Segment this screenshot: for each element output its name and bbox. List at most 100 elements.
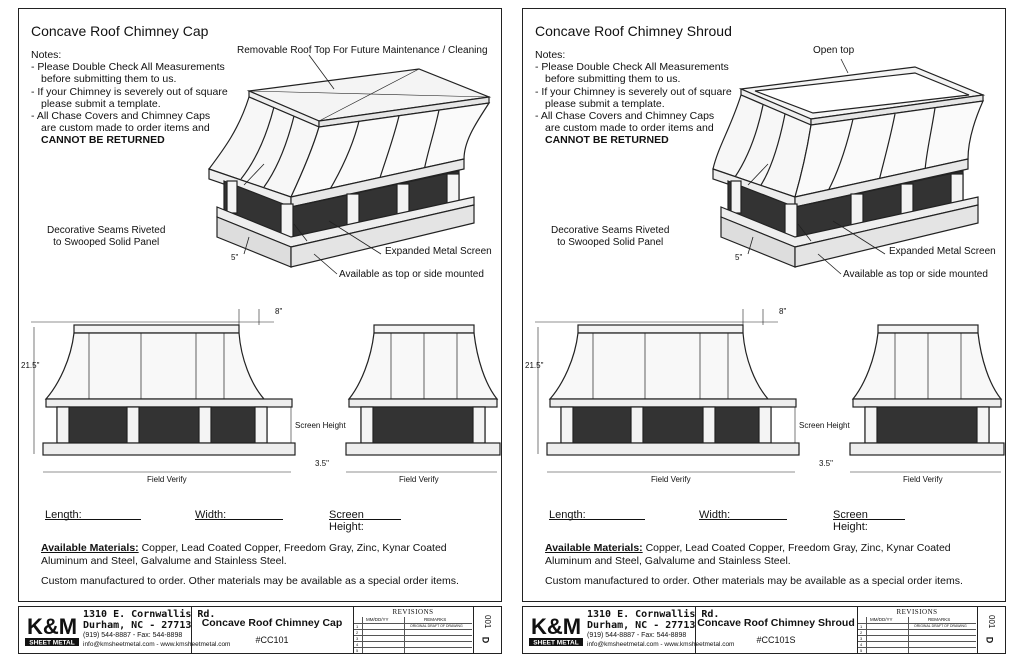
materials-list: Copper, Lead Coated Copper, Freedom Gray… bbox=[545, 542, 951, 567]
revision-row: 3 bbox=[354, 635, 472, 642]
materials-heading: Available Materials: bbox=[545, 542, 643, 554]
col-date: MM/DD/YY bbox=[870, 617, 893, 622]
field-verify-front: Field Verify bbox=[651, 475, 691, 484]
custom-note: Custom manufactured to order. Other mate… bbox=[41, 575, 459, 587]
screen-height-dim: Screen Height bbox=[295, 421, 346, 430]
screen-label: Expanded Metal Screen bbox=[385, 246, 492, 257]
screen-label: Expanded Metal Screen bbox=[889, 246, 996, 257]
km-logo: K&M SHEET METAL bbox=[527, 612, 585, 648]
km-logo: K&M SHEET METAL bbox=[23, 612, 81, 648]
top-label: Open top bbox=[813, 45, 855, 56]
address-street: 1310 E. Cornwallis Rd. bbox=[587, 609, 720, 620]
sheet-rev: 001 bbox=[987, 615, 996, 629]
width-label: Width: bbox=[699, 509, 731, 521]
revisions-columns: MM/DD/YY REMARKS bbox=[858, 617, 976, 623]
company-address: 1310 E. Cornwallis Rd. Durham, NC - 2771… bbox=[83, 609, 231, 651]
materials-text: Available Materials: Copper, Lead Coated… bbox=[545, 542, 985, 567]
col-date: MM/DD/YY bbox=[366, 617, 389, 622]
dim-8: 8" bbox=[275, 307, 283, 316]
logo-text: K&M bbox=[27, 614, 77, 639]
mount-label: Available as top or side mounted bbox=[339, 269, 484, 280]
note-line: are custom made to order items and bbox=[545, 122, 714, 135]
seams-line-1: Decorative Seams Riveted bbox=[47, 225, 166, 236]
note-line: - Please Double Check All Measurements bbox=[31, 61, 225, 74]
dim-5: 5" bbox=[735, 253, 743, 262]
part-number: #CC101S bbox=[756, 635, 796, 645]
col-remarks: REMARKS bbox=[424, 617, 447, 622]
title-block-name: Concave Roof Chimney Shroud #CC101S bbox=[695, 607, 856, 653]
sheet-number: 001 D bbox=[473, 607, 502, 653]
title-block-name: Concave Roof Chimney Cap #CC101 bbox=[191, 607, 352, 653]
logo-subtext: SHEET METAL bbox=[29, 640, 74, 647]
drawing-name: Concave Roof Chimney Cap bbox=[201, 617, 343, 629]
dim-3-5: 3.5" bbox=[315, 459, 329, 468]
address-city: Durham, NC - 27713 bbox=[587, 619, 696, 631]
drawing-name: Concave Roof Chimney Shroud bbox=[697, 617, 855, 629]
revision-row: 2 bbox=[858, 629, 976, 636]
note-line: please submit a template. bbox=[41, 97, 161, 110]
field-verify-side: Field Verify bbox=[399, 475, 439, 484]
part-number: #CC101 bbox=[255, 635, 289, 645]
screen-height-label: Screen Height: bbox=[833, 509, 868, 533]
company-address: 1310 E. Cornwallis Rd. Durham, NC - 2771… bbox=[587, 609, 735, 651]
notes-heading: Notes: bbox=[535, 49, 566, 61]
note-line: - If your Chimney is severely out of squ… bbox=[31, 85, 228, 98]
revisions-heading: REVISIONS bbox=[896, 608, 938, 616]
materials-list: Copper, Lead Coated Copper, Freedom Gray… bbox=[41, 542, 447, 567]
revision-row: 4 bbox=[354, 641, 472, 648]
logo-subtext: SHEET METAL bbox=[533, 640, 578, 647]
sheet-rev: 001 bbox=[483, 615, 492, 629]
address-phone: (919) 544-8887 - Fax: 544-8898 bbox=[587, 632, 687, 639]
seams-line-1: Decorative Seams Riveted bbox=[551, 225, 670, 236]
dim-5: 5" bbox=[231, 253, 239, 262]
dim-21-5: 21.5" bbox=[21, 361, 40, 370]
mount-label: Available as top or side mounted bbox=[843, 269, 988, 280]
notes-heading: Notes: bbox=[31, 49, 62, 61]
logo-text: K&M bbox=[531, 614, 581, 639]
note-line: are custom made to order items and bbox=[41, 122, 210, 135]
field-verify-side: Field Verify bbox=[903, 475, 943, 484]
seams-line-2: to Swooped Solid Panel bbox=[53, 237, 160, 248]
title-block-cap: K&M SHEET METAL 1310 E. Cornwallis Rd. D… bbox=[18, 606, 502, 654]
note-line: please submit a template. bbox=[545, 97, 665, 110]
note-bold: CANNOT BE RETURNED bbox=[545, 134, 669, 147]
field-verify-front: Field Verify bbox=[147, 475, 187, 484]
dim-21-5: 21.5" bbox=[525, 361, 544, 370]
shroud-drawing bbox=[535, 58, 1005, 473]
length-label: Length: bbox=[549, 509, 586, 521]
revision-row: 2 bbox=[354, 629, 472, 636]
sheet-number: 001 D bbox=[977, 607, 1006, 653]
address-city: Durham, NC - 27713 bbox=[83, 619, 192, 631]
screen-height-label: Screen Height: bbox=[329, 509, 364, 533]
revision-row: 5 bbox=[354, 647, 472, 654]
width-label: Width: bbox=[195, 509, 227, 521]
notes-block: Notes: - Please Double Check All Measure… bbox=[31, 49, 251, 147]
dim-3-5: 3.5" bbox=[819, 459, 833, 468]
top-label: Removable Roof Top For Future Maintenanc… bbox=[237, 45, 488, 56]
note-bold: CANNOT BE RETURNED bbox=[41, 134, 165, 147]
note-line: - If your Chimney is severely out of squ… bbox=[535, 85, 732, 98]
sheet-title: Concave Roof Chimney Cap bbox=[31, 23, 209, 39]
note-line: before submitting them to us. bbox=[545, 73, 681, 86]
revision-row: 3 bbox=[858, 635, 976, 642]
note-line: - All Chase Covers and Chimney Caps bbox=[535, 110, 715, 123]
seams-label: Decorative Seams Riveted to Swooped Soli… bbox=[551, 225, 669, 249]
address-web[interactable]: info@kmsheetmetal.com - www.kmsheetmetal… bbox=[83, 641, 231, 648]
drawing-sheet-cap: Concave Roof Chimney Cap Notes: - Please… bbox=[18, 8, 502, 602]
note-line: before submitting them to us. bbox=[41, 73, 177, 86]
screen-height-dim: Screen Height bbox=[799, 421, 850, 430]
drawing-sheet-shroud: Concave Roof Chimney Shroud Notes: - Ple… bbox=[522, 8, 1006, 602]
seams-label: Decorative Seams Riveted to Swooped Soli… bbox=[47, 225, 165, 249]
sheet-letter: D bbox=[984, 636, 995, 644]
sheet-title: Concave Roof Chimney Shroud bbox=[535, 23, 732, 39]
seams-line-2: to Swooped Solid Panel bbox=[557, 237, 664, 248]
address-phone: (919) 544-8887 - Fax: 544-8898 bbox=[83, 632, 183, 639]
address-web[interactable]: info@kmsheetmetal.com - www.kmsheetmetal… bbox=[587, 641, 735, 648]
address-street: 1310 E. Cornwallis Rd. bbox=[83, 609, 216, 620]
note-line: - All Chase Covers and Chimney Caps bbox=[31, 110, 211, 123]
materials-heading: Available Materials: bbox=[41, 542, 139, 554]
dim-8: 8" bbox=[779, 307, 787, 316]
